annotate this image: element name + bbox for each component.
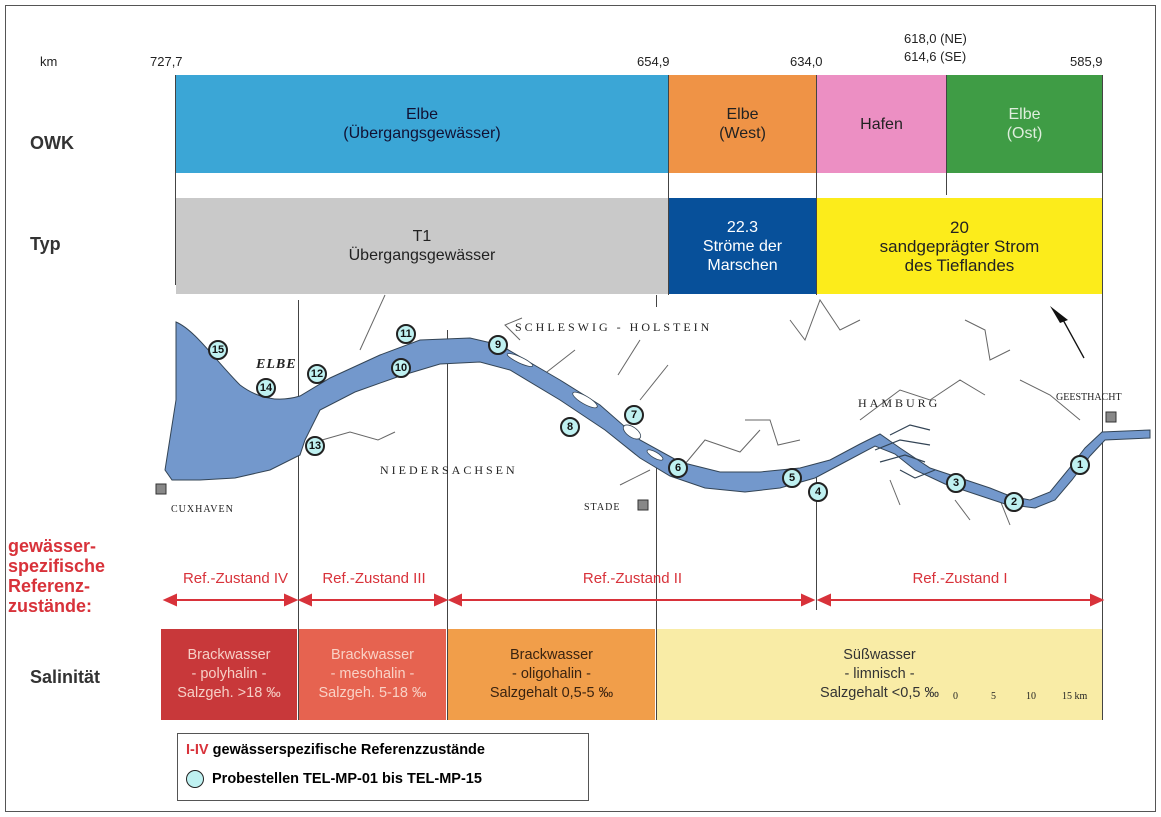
owk-block-hafen: Hafen — [817, 75, 946, 173]
owk-block-uebergang: Elbe(Übergangsgewässer) — [176, 75, 668, 173]
divider-654-bottom — [656, 460, 657, 720]
scale-5: 5 — [991, 691, 996, 702]
islands — [506, 353, 664, 461]
owk-block-ost: Elbe(Ost) — [947, 75, 1102, 173]
km-mark-654: 654,9 — [637, 54, 670, 69]
station-9: 9 — [488, 335, 508, 355]
station-11: 11 — [396, 324, 416, 344]
salinity-polyhalin: Brackwasser- polyhalin -Salzgeh. >18 ‰ — [161, 629, 297, 720]
station-6: 6 — [668, 458, 688, 478]
km-mark-634: 634,0 — [790, 54, 823, 69]
ref-zone-iii: Ref.-Zustand III — [322, 570, 426, 587]
scale-10: 10 — [1026, 691, 1036, 702]
legend-roman: I-IV — [186, 742, 209, 758]
salinity-oligohalin: Brackwasser- oligohalin -Salzgehalt 0,5-… — [448, 629, 655, 720]
station-1: 1 — [1070, 455, 1090, 475]
station-5: 5 — [782, 468, 802, 488]
legend-row-ref: I-IV gewässerspezifische Referenzzuständ… — [186, 742, 485, 758]
legend-stations-text: Probestellen TEL-MP-01 bis TEL-MP-15 — [212, 771, 482, 787]
km-mark-618: 618,0 (NE) — [904, 31, 967, 46]
figure-frame — [5, 5, 1156, 812]
station-4: 4 — [808, 482, 828, 502]
row-label-typ: Typ — [30, 234, 61, 254]
geesthacht-marker-icon — [1105, 411, 1117, 423]
salinity-mesohalin: Brackwasser- mesohalin -Salzgeh. 5-18 ‰ — [299, 629, 446, 720]
salinity-limnisch: Süßwasser- limnisch -Salzgehalt <0,5 ‰ — [657, 629, 1102, 720]
legend-box: I-IV gewässerspezifische Referenzzuständ… — [177, 733, 589, 801]
ref-zone-ii: Ref.-Zustand II — [582, 570, 683, 587]
divider-618 — [946, 75, 947, 195]
ref-zone-iv: Ref.-Zustand IV — [182, 570, 289, 587]
elbe-river-shape — [164, 321, 1151, 509]
cuxhaven-marker-icon — [155, 483, 167, 495]
ref-zone-arrows — [162, 593, 1105, 607]
station-7: 7 — [624, 405, 644, 425]
station-3: 3 — [946, 473, 966, 493]
scale-15: 15 km — [1062, 691, 1088, 702]
station-15: 15 — [208, 340, 228, 360]
station-circle-icon — [186, 770, 204, 788]
divider-zone-iv — [298, 300, 299, 720]
station-10: 10 — [391, 358, 411, 378]
station-8: 8 — [560, 417, 580, 437]
scale-0: 0 — [953, 691, 958, 702]
label-hamburg: HAMBURG — [858, 396, 941, 410]
km-label: km — [40, 54, 58, 69]
km-mark-585: 585,9 — [1070, 54, 1103, 69]
km-mark-727: 727,7 — [150, 54, 183, 69]
station-13: 13 — [305, 436, 325, 456]
legend-row-stations: Probestellen TEL-MP-01 bis TEL-MP-15 — [186, 770, 482, 788]
station-14: 14 — [256, 378, 276, 398]
row-label-owk: OWK — [30, 133, 74, 153]
north-arrow-icon — [1050, 306, 1085, 359]
label-niedersachsen: NIEDERSACHSEN — [380, 463, 518, 477]
label-cuxhaven: CUXHAVEN — [171, 504, 234, 515]
label-schleswig-holstein: SCHLESWIG - HOLSTEIN — [515, 320, 713, 334]
station-12: 12 — [307, 364, 327, 384]
label-geesthacht: GEESTHACHT — [1056, 392, 1122, 403]
map-lines — [321, 294, 1081, 526]
row-label-salinity: Salinität — [30, 667, 101, 687]
stade-marker-icon — [637, 499, 649, 511]
divider-634-bottom — [816, 475, 817, 610]
divider-727 — [175, 75, 176, 285]
owk-block-west: Elbe(West) — [669, 75, 816, 173]
divider-634-top — [816, 75, 817, 295]
divider-585 — [1102, 75, 1103, 720]
harbour-channels — [874, 424, 936, 479]
label-elbe: ELBE — [256, 357, 297, 372]
divider-654-mid — [656, 295, 657, 307]
km-mark-614: 614,6 (SE) — [904, 49, 967, 64]
ref-zone-i: Ref.-Zustand I — [912, 570, 1008, 587]
divider-654-top — [668, 75, 669, 295]
divider-zone-iii — [447, 330, 448, 720]
label-stade: STADE — [584, 502, 621, 513]
station-2: 2 — [1004, 492, 1024, 512]
legend-ref-text: gewässerspezifische Referenzzustände — [212, 742, 485, 758]
